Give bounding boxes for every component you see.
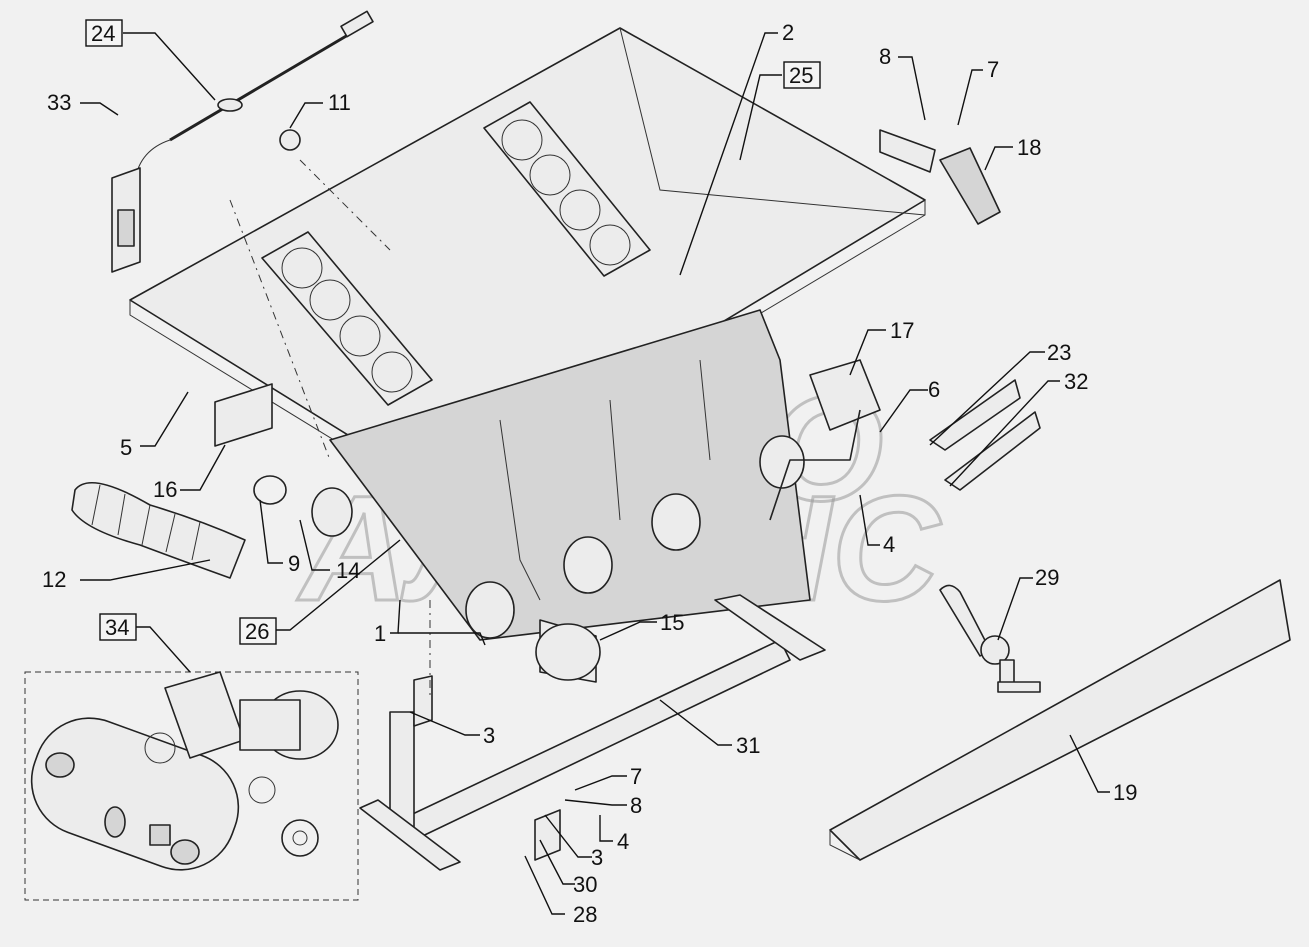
callout-34: 34 bbox=[105, 615, 129, 640]
callout-32: 32 bbox=[1064, 369, 1088, 394]
callout-labels: 24 25 26 34 33 11 2 8 7 18 17 23 32 6 5 … bbox=[42, 20, 1137, 927]
callout-7a: 7 bbox=[987, 57, 999, 82]
callout-12: 12 bbox=[42, 567, 66, 592]
bracket-30 bbox=[534, 809, 561, 861]
callout-1: 1 bbox=[374, 621, 386, 646]
handle-29 bbox=[939, 584, 1041, 693]
callout-25: 25 bbox=[789, 63, 813, 88]
callout-box-25 bbox=[783, 61, 821, 89]
rail-end-31 bbox=[714, 594, 826, 661]
callout-4b: 4 bbox=[617, 829, 629, 854]
bracket-18-plate bbox=[879, 129, 936, 173]
plate-17 bbox=[809, 359, 881, 431]
ring-9 bbox=[253, 475, 287, 505]
callout-15: 15 bbox=[660, 610, 684, 635]
callout-5: 5 bbox=[120, 435, 132, 460]
support-post bbox=[359, 675, 461, 871]
callout-6: 6 bbox=[928, 377, 940, 402]
knob-11 bbox=[279, 129, 301, 151]
callout-8a: 8 bbox=[879, 44, 891, 69]
callout-4a: 4 bbox=[883, 532, 895, 557]
callout-14: 14 bbox=[336, 558, 360, 583]
callout-23: 23 bbox=[1047, 340, 1071, 365]
callout-31: 31 bbox=[736, 733, 760, 758]
callout-box-24 bbox=[85, 19, 123, 47]
callout-30: 30 bbox=[573, 872, 597, 897]
slot-strip-left bbox=[261, 231, 433, 406]
callout-box-34 bbox=[99, 613, 137, 641]
plate-16 bbox=[214, 383, 273, 447]
sensor-bracket bbox=[111, 167, 141, 273]
callout-24: 24 bbox=[91, 21, 115, 46]
callout-9: 9 bbox=[288, 551, 300, 576]
corrugated-hose bbox=[71, 482, 246, 579]
callout-box-26 bbox=[239, 617, 277, 645]
slot-strip-right bbox=[483, 101, 651, 277]
callout-17: 17 bbox=[890, 318, 914, 343]
rubber-18 bbox=[939, 147, 1001, 225]
callout-3a: 3 bbox=[483, 723, 495, 748]
sheet-23 bbox=[929, 379, 1021, 451]
drive-assembly-box bbox=[24, 671, 359, 901]
callout-11: 11 bbox=[328, 90, 351, 115]
callout-16: 16 bbox=[153, 477, 177, 502]
callout-3b: 3 bbox=[591, 845, 603, 870]
callout-26: 26 bbox=[245, 619, 269, 644]
outlet-pipes bbox=[311, 435, 805, 683]
lower-body bbox=[329, 309, 811, 641]
bracket-4 bbox=[769, 409, 861, 521]
callout-33: 33 bbox=[47, 90, 71, 115]
callout-18: 18 bbox=[1017, 135, 1041, 160]
callout-29: 29 bbox=[1035, 565, 1059, 590]
callout-7b: 7 bbox=[630, 764, 642, 789]
callout-8b: 8 bbox=[630, 793, 642, 818]
callout-2: 2 bbox=[782, 20, 794, 45]
channel-19 bbox=[829, 579, 1291, 861]
callout-28: 28 bbox=[573, 902, 597, 927]
sheet-32 bbox=[944, 411, 1041, 491]
callout-19: 19 bbox=[1113, 780, 1137, 805]
